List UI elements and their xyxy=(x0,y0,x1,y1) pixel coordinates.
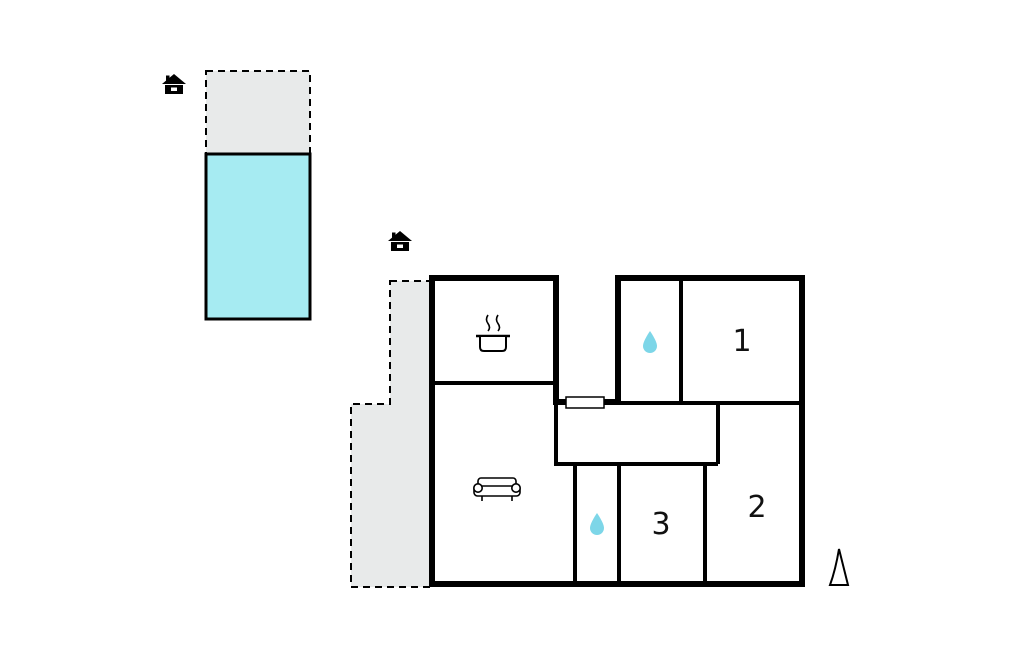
water-drop-icon xyxy=(643,331,657,353)
terrace-dashed-area xyxy=(350,280,432,588)
room-2-label: 2 xyxy=(747,490,767,525)
swimming-pool xyxy=(204,152,312,321)
entrance-door xyxy=(565,396,605,409)
cooking-pot-icon xyxy=(476,314,510,352)
building-outer-wall xyxy=(429,275,805,587)
room-3-label: 3 xyxy=(651,507,671,542)
water-drop-icon xyxy=(590,513,604,535)
house-icon xyxy=(162,74,186,94)
interior-walls xyxy=(430,277,803,585)
house-icon xyxy=(388,231,412,251)
room-1-label: 1 xyxy=(732,324,752,359)
pool-deck-dashed-area xyxy=(205,70,311,156)
sofa-icon xyxy=(473,477,521,501)
direction-marker xyxy=(828,548,850,586)
